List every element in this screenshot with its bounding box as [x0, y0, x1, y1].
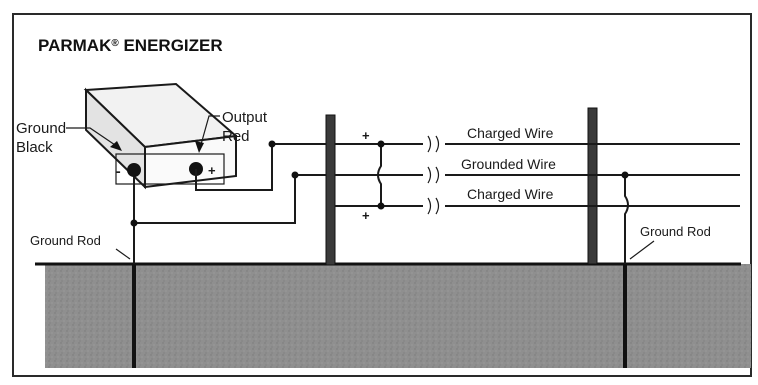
ground-label-line1: Ground: [16, 120, 66, 137]
ground-rod-pointer-left: [115, 248, 131, 260]
junction-dot: [268, 140, 276, 148]
junction-dot: [377, 202, 385, 210]
junction-dot: [130, 219, 138, 227]
ground-soil: [45, 264, 751, 368]
output-label-line2: Red: [222, 128, 250, 145]
ground-terminal-icon: [127, 163, 141, 177]
right-ground-lead: [624, 175, 629, 264]
ground-rod-label-left: Ground Rod: [30, 233, 101, 248]
polarity-plus-top: +: [362, 128, 370, 143]
charged-jumper: [377, 144, 382, 206]
energizer-box: [83, 82, 239, 190]
junction-dot: [377, 140, 385, 148]
minus-sign: -: [116, 163, 121, 179]
ground-arrow: [66, 127, 122, 151]
output-label-line1: Output: [222, 109, 268, 126]
ground-rod-pointer-right: [629, 240, 655, 260]
diagram-title: PARMAK® ENERGIZER: [38, 36, 223, 55]
wire-break-marks: [427, 135, 440, 215]
fence-post-left: [325, 114, 336, 266]
polarity-plus-bottom: +: [362, 208, 370, 223]
junction-dot: [291, 171, 299, 179]
ground-label-line2: Black: [16, 139, 53, 156]
ground-rod-label-right: Ground Rod: [640, 224, 711, 239]
output-arrow: [195, 115, 220, 153]
wire-label-top: Charged Wire: [467, 125, 554, 141]
wire-label-bottom: Charged Wire: [467, 186, 554, 202]
junction-dot: [621, 171, 629, 179]
wire-label-middle: Grounded Wire: [461, 156, 556, 172]
fence-post-right: [587, 107, 598, 265]
plus-sign: +: [208, 163, 216, 178]
